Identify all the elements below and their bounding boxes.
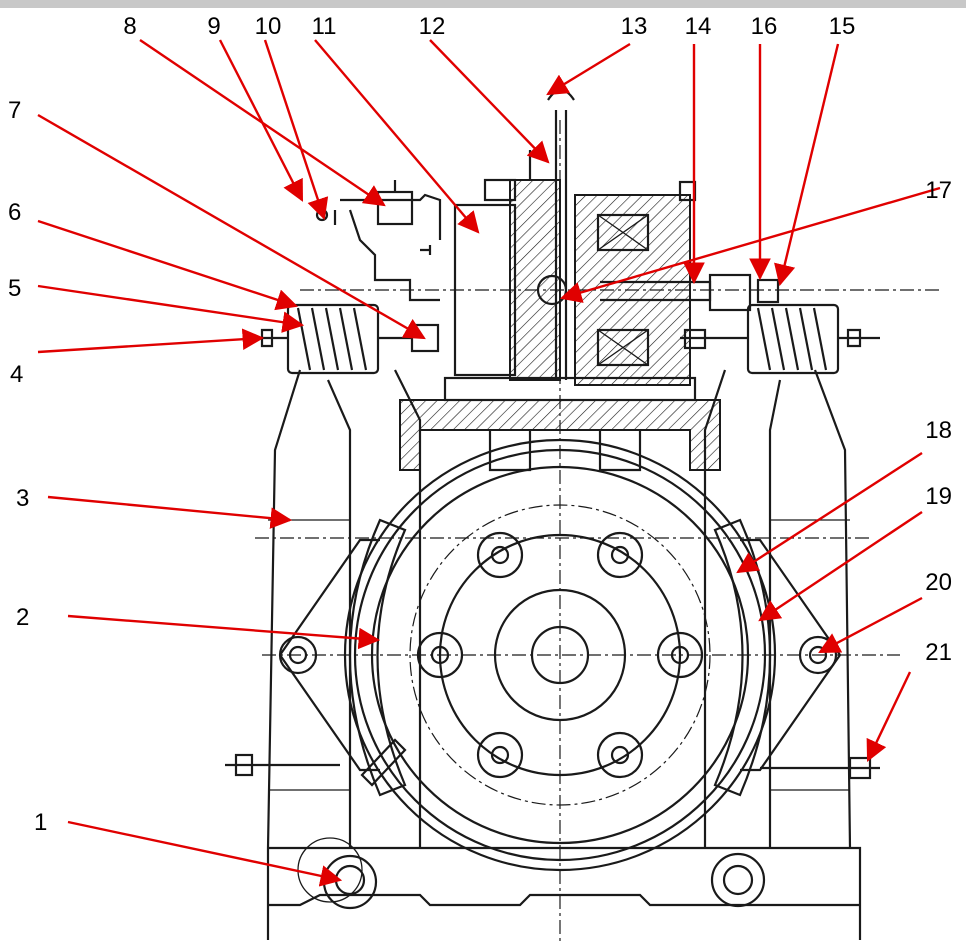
leader-arrow-6	[37, 219, 299, 311]
label-13: 13	[621, 13, 648, 40]
switch-bracket	[315, 180, 442, 302]
leader-arrow-19	[758, 511, 923, 622]
leader-arrow-3	[47, 495, 293, 529]
label-9: 9	[207, 13, 220, 40]
label-5: 5	[8, 275, 21, 302]
label-1: 1	[34, 809, 47, 836]
label-16: 16	[751, 13, 778, 40]
left-spring	[258, 303, 440, 375]
label-19: 19	[925, 483, 952, 510]
upper-housing	[399, 376, 721, 472]
leader-arrow-9	[218, 39, 304, 202]
leader-arrow-12	[429, 39, 550, 164]
label-2: 2	[16, 604, 29, 631]
label-10: 10	[255, 13, 282, 40]
label-8: 8	[123, 13, 136, 40]
part-labels: 1 2 3 4 5 6 7 8 9 10 11 12 13 14 16 15 1…	[8, 13, 952, 836]
label-17: 17	[925, 177, 952, 204]
label-21: 21	[925, 639, 952, 666]
leader-arrows	[37, 39, 941, 887]
label-4: 4	[10, 361, 23, 388]
label-11: 11	[312, 13, 337, 40]
leader-arrow-2	[67, 614, 381, 650]
leader-arrow-7	[37, 113, 426, 340]
label-6: 6	[8, 199, 21, 226]
lower-adjust-bolts	[225, 738, 880, 787]
label-7: 7	[8, 97, 21, 124]
leader-arrow-20	[818, 596, 923, 654]
brake-shoes	[278, 518, 841, 797]
label-18: 18	[925, 417, 952, 444]
drawing	[225, 88, 940, 945]
electromagnet	[453, 88, 697, 386]
label-3: 3	[16, 485, 29, 512]
label-20: 20	[925, 569, 952, 596]
label-14: 14	[685, 13, 712, 40]
right-spring	[680, 303, 880, 375]
label-12: 12	[419, 13, 446, 40]
left-brake-arm	[266, 369, 422, 849]
label-15: 15	[829, 13, 856, 40]
leader-arrow-13	[546, 42, 631, 96]
leader-arrow-4	[37, 328, 265, 354]
center-lines	[255, 120, 900, 945]
top-border-bar	[0, 0, 966, 8]
leader-arrow-10	[263, 39, 329, 221]
leader-arrow-18	[736, 451, 923, 574]
leader-arrow-11	[314, 39, 480, 234]
leader-arrow-21	[866, 671, 912, 762]
leader-arrow-1	[67, 820, 343, 887]
leader-arrow-15	[774, 43, 840, 287]
leader-arrow-5	[37, 284, 305, 333]
base-foot	[266, 837, 862, 940]
leader-arrow-17	[559, 186, 941, 303]
